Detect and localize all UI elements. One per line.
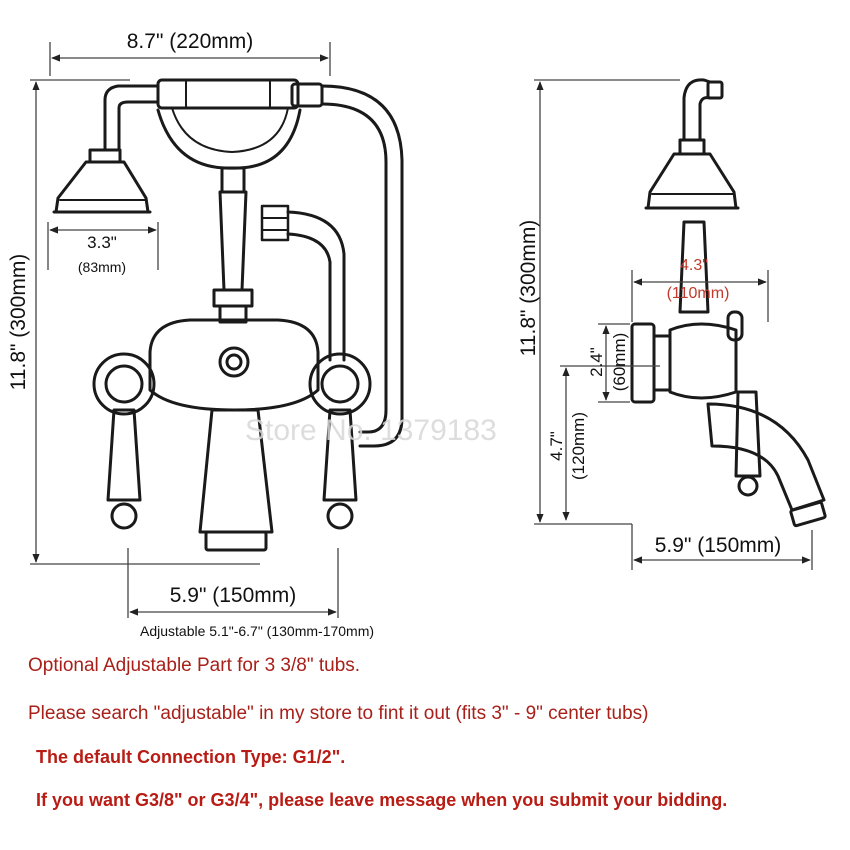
head-diameter-inch: 3.3" <box>87 233 117 252</box>
reach-mm: (110mm) <box>667 285 730 302</box>
reach-inch: 4.3" <box>680 257 708 274</box>
depth-label: 5.9" (150mm) <box>655 534 782 557</box>
center-label: 5.9" (150mm) <box>170 584 297 607</box>
handset <box>156 78 300 110</box>
note-alternate-connection: If you want G3/8" or G3/4", please leave… <box>36 790 728 810</box>
handset-cradle <box>156 108 302 170</box>
right-handle <box>322 408 358 502</box>
mount-inch: 2.4" <box>587 347 606 377</box>
note-optional-part: Optional Adjustable Part for 3 3/8" tubs… <box>28 655 361 676</box>
front-view-dimension-lines <box>30 42 339 618</box>
faucet-dimension-diagram: 8.7" (220mm) 11.8" (300mm) 3.3" (83mm) 5… <box>7 30 827 639</box>
adjustable-label: Adjustable 5.1"-6.7" (130mm-170mm) <box>140 623 374 639</box>
height-label-right: 11.8" (300mm) <box>517 220 540 357</box>
side-spout <box>706 402 826 512</box>
store-watermark: Store No. 1379183 <box>245 414 497 447</box>
spout-height-mm: (120mm) <box>569 412 588 480</box>
note-default-connection: The default Connection Type: G1/2". <box>36 747 346 767</box>
faucet-body <box>148 318 320 412</box>
side-view-drawing <box>630 78 827 528</box>
shower-hose <box>320 84 404 448</box>
spout-height-inch: 4.7" <box>547 431 566 461</box>
front-view-drawing <box>52 78 404 552</box>
side-shower-head <box>646 152 738 210</box>
note-search-adjustable: Please search "adjustable" in my store t… <box>28 703 649 724</box>
shower-head <box>54 160 150 214</box>
mount-mm: (60mm) <box>610 333 629 392</box>
width-label: 8.7" (220mm) <box>127 30 254 53</box>
tub-spout <box>198 408 274 534</box>
wall-plate <box>630 322 656 404</box>
side-view-dimension-lines <box>534 79 813 570</box>
side-body <box>668 322 738 400</box>
head-diameter-mm: (83mm) <box>78 259 126 275</box>
left-handle <box>106 408 142 502</box>
height-label-left: 11.8" (300mm) <box>7 254 30 391</box>
side-handle <box>734 390 762 478</box>
